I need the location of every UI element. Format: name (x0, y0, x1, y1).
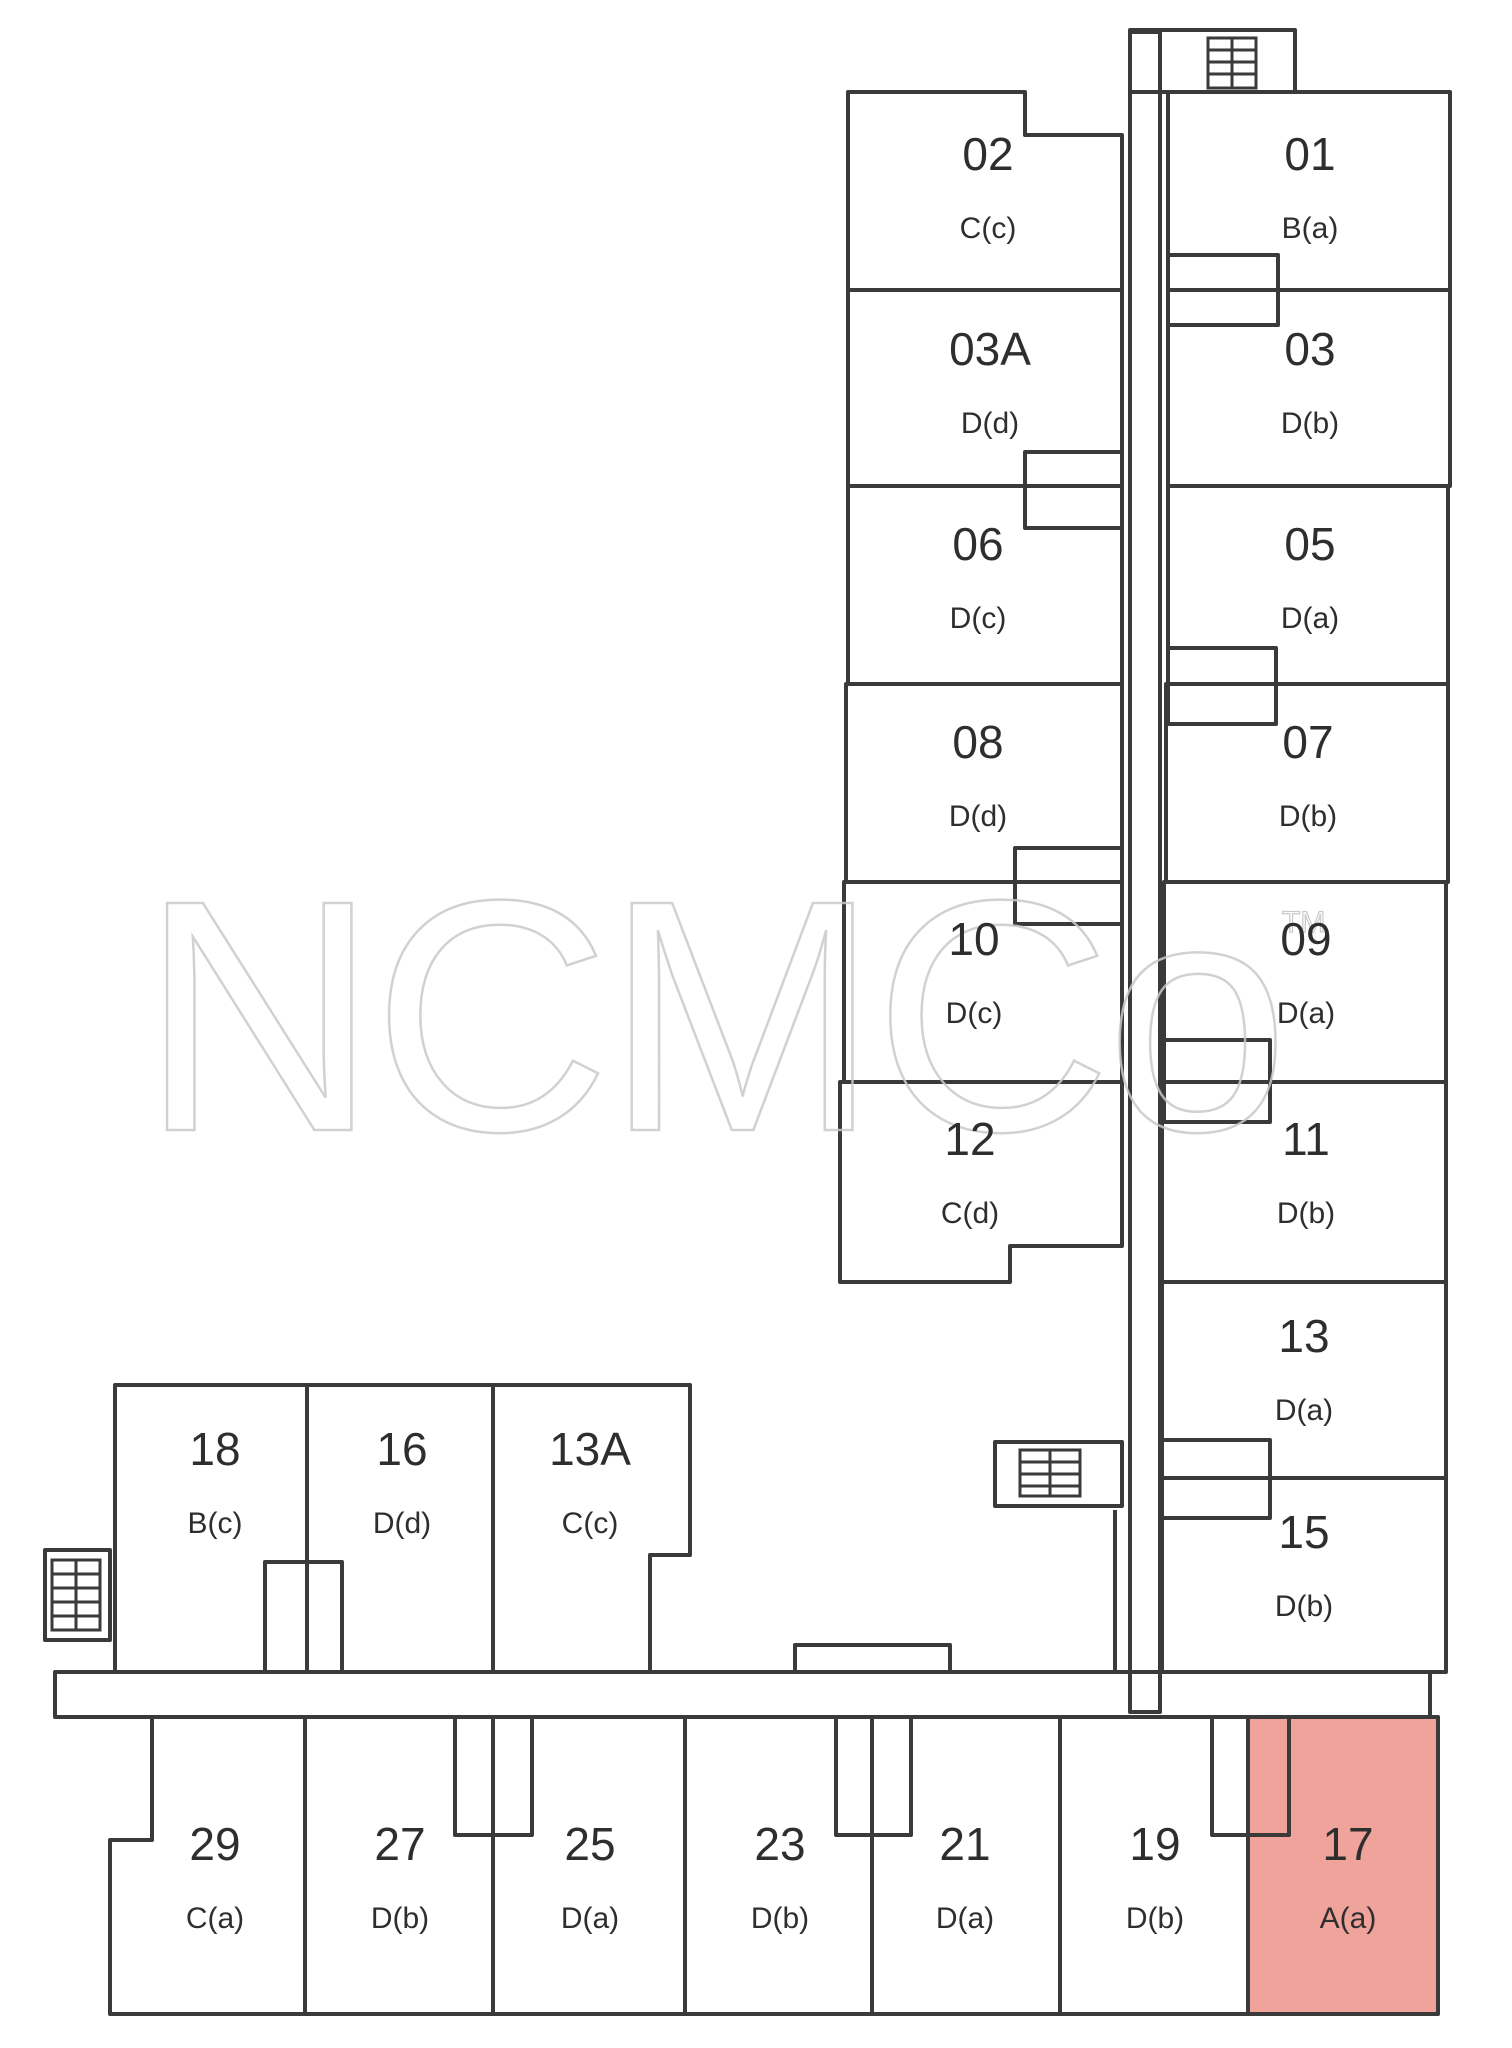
unit-number: 13 (1278, 1310, 1329, 1362)
unit-number: 07 (1282, 716, 1333, 768)
unit-type: D(b) (371, 1902, 429, 1935)
unit-number: 03A (949, 323, 1031, 375)
unit-number: 16 (376, 1423, 427, 1475)
bench (793, 1643, 952, 1674)
utility-box-left-1 (1023, 450, 1124, 530)
unit-number: 12 (944, 1113, 995, 1165)
unit-labels: 02C(c)01B(a)03AD(d)03D(b)06D(c)05D(a)08D… (186, 128, 1377, 1935)
unit-number: 17 (1322, 1818, 1373, 1870)
unit-number: 03 (1284, 323, 1335, 375)
unit-type: D(b) (1281, 407, 1339, 440)
unit-type: C(a) (186, 1902, 244, 1935)
unit-number: 08 (952, 716, 1003, 768)
unit-number: 13A (549, 1423, 631, 1475)
unit-type: B(c) (188, 1507, 243, 1540)
unit-type: D(a) (561, 1902, 619, 1935)
unit-type: D(b) (1277, 1197, 1335, 1230)
unit-number: 02 (962, 128, 1013, 180)
unit-type: D(a) (936, 1902, 994, 1935)
utility-box-18 (263, 1560, 344, 1674)
utility-box-right-2 (1166, 646, 1278, 726)
unit-number: 25 (564, 1818, 615, 1870)
stair-icon (1018, 1448, 1082, 1498)
unit-type: D(b) (1279, 800, 1337, 833)
unit-number: 06 (952, 518, 1003, 570)
unit-number: 23 (754, 1818, 805, 1870)
unit-type: D(a) (1277, 997, 1335, 1030)
unit-type: A(a) (1320, 1902, 1377, 1935)
unit-type: D(c) (950, 602, 1007, 635)
unit-03[interactable] (1166, 288, 1452, 488)
unit-number: 01 (1284, 128, 1335, 180)
unit-type: C(d) (941, 1197, 999, 1230)
unit-type: B(a) (1282, 212, 1339, 245)
unit-15[interactable] (1160, 1476, 1448, 1674)
unit-type: D(d) (949, 800, 1007, 833)
unit-02[interactable] (846, 90, 1124, 292)
unit-type: D(b) (1275, 1590, 1333, 1623)
utility-box-right-4 (1160, 1438, 1272, 1520)
unit-type: D(a) (1281, 602, 1339, 635)
unit-number: 09 (1280, 913, 1331, 965)
unit-number: 11 (1282, 1113, 1330, 1165)
unit-type: D(c) (946, 997, 1003, 1030)
unit-type: D(d) (961, 407, 1019, 440)
utility-box-27 (453, 1715, 534, 1837)
watermark-tm: TM (1282, 906, 1325, 939)
stair-icon (1206, 36, 1258, 90)
unit-type: D(b) (751, 1902, 809, 1935)
left-stair-box (993, 1440, 1124, 1508)
unit-type: C(c) (562, 1507, 619, 1540)
horizontal-corridor (53, 1670, 1432, 1719)
unit-number: 29 (189, 1818, 240, 1870)
unit-03a[interactable] (846, 288, 1124, 488)
unit-13a[interactable] (491, 1383, 692, 1674)
unit-12[interactable] (838, 1080, 1124, 1284)
unit-number: 21 (939, 1818, 990, 1870)
unit-number: 15 (1278, 1506, 1329, 1558)
utility-box-left-2 (1013, 846, 1124, 926)
utility-box-19 (1210, 1715, 1291, 1837)
utility-box-23 (834, 1715, 913, 1837)
stair-icon (50, 1558, 102, 1632)
unit-type: D(a) (1275, 1394, 1333, 1427)
utility-box-right-3 (1162, 1038, 1272, 1124)
unit-number: 05 (1284, 518, 1335, 570)
unit-number: 18 (189, 1423, 240, 1475)
unit-number: 27 (374, 1818, 425, 1870)
unit-17[interactable] (1246, 1715, 1440, 2016)
utility-box-right-1 (1166, 253, 1280, 327)
unit-number: 19 (1129, 1818, 1180, 1870)
unit-number: 10 (948, 913, 999, 965)
unit-01[interactable] (1166, 90, 1452, 292)
unit-type: C(c) (960, 212, 1017, 245)
unit-type: D(b) (1126, 1902, 1184, 1935)
unit-type: D(d) (373, 1507, 431, 1540)
watermark-text: NCMCo (140, 831, 1283, 1200)
unit-06[interactable] (846, 484, 1124, 686)
unit-05[interactable] (1166, 484, 1450, 686)
west-stair-box (43, 1548, 112, 1642)
